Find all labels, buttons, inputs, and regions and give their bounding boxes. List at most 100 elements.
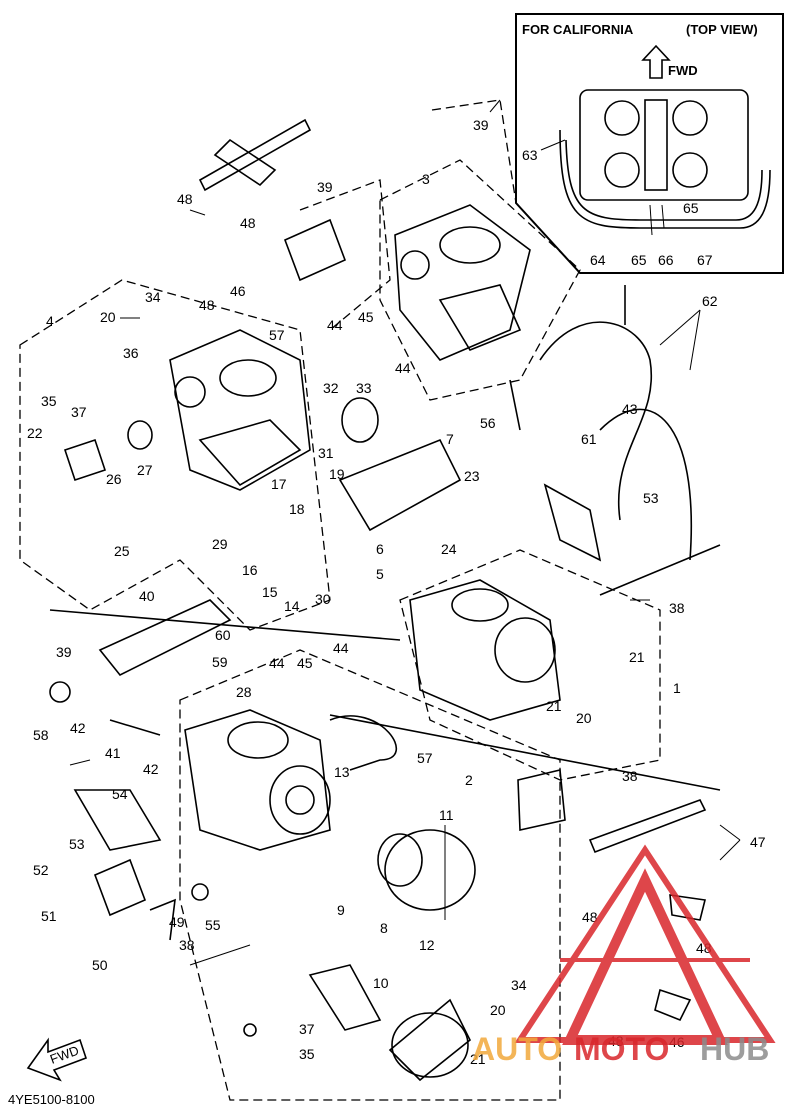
callout-label: 20 <box>100 309 116 325</box>
group-outlines <box>19 99 661 1101</box>
callout-label: 49 <box>169 914 185 930</box>
callout-label: 48 <box>177 191 193 207</box>
callout-labels: 39 48 48 39 48 46 3 4 34 20 36 35 37 57 … <box>27 117 766 1067</box>
throttle-linkage <box>49 118 721 854</box>
callout-label: 21 <box>470 1051 486 1067</box>
callout-label: 53 <box>69 836 85 852</box>
callout-label: 3 <box>422 171 430 187</box>
callout-label: 7 <box>446 431 454 447</box>
callout-label: 39 <box>473 117 489 133</box>
california-inset: FOR CALIFORNIA (TOP VIEW) FWD <box>515 13 784 274</box>
callout-label: 38 <box>669 600 685 616</box>
watermark-moto: MOTO <box>574 1031 669 1067</box>
callout-label: 16 <box>242 562 258 578</box>
callout-label: 60 <box>215 627 231 643</box>
callout-label: 43 <box>622 401 638 417</box>
callout-label: 53 <box>643 490 659 506</box>
callout-label: 33 <box>356 380 372 396</box>
callout-label: 39 <box>56 644 72 660</box>
callout-label: 9 <box>337 902 345 918</box>
group-outline-3 <box>379 159 581 401</box>
part-code: 4YE5100-8100 <box>8 1092 95 1107</box>
callout-label: 22 <box>27 425 43 441</box>
fwd-arrow-icon <box>26 1037 88 1082</box>
callout-label: 2 <box>465 772 473 788</box>
callout-label: 31 <box>318 445 334 461</box>
callout-label: 27 <box>137 462 153 478</box>
callout-label: 34 <box>511 977 527 993</box>
callout-label: 46 <box>230 283 246 299</box>
leader-lines <box>69 99 741 966</box>
callout-label: 11 <box>439 807 454 823</box>
callout-label: 32 <box>323 380 339 396</box>
callout-label: 1 <box>673 680 681 696</box>
inset-carb-body <box>579 89 749 201</box>
callout-label: 54 <box>112 786 128 802</box>
throttle-link-outline <box>431 99 581 274</box>
callout-label: 26 <box>106 471 122 487</box>
callout-label: 61 <box>581 431 597 447</box>
callout-label: 21 <box>546 698 562 714</box>
callout-label: 4 <box>46 313 54 329</box>
callout-label: 35 <box>299 1046 315 1062</box>
callout-label: 17 <box>271 476 287 492</box>
callout-label: 28 <box>236 684 252 700</box>
callout-label: 37 <box>299 1021 315 1037</box>
carburetor-assembly-1 <box>409 579 561 721</box>
callout-label: 55 <box>205 917 221 933</box>
watermark-auto: AUTO <box>472 1031 562 1067</box>
group-outline-4 <box>19 279 331 631</box>
callout-label: 41 <box>105 745 121 761</box>
callout-label: 64 <box>590 252 606 268</box>
callout-label: 19 <box>329 466 345 482</box>
inset-title: FOR CALIFORNIA <box>522 22 634 37</box>
callout-label: 42 <box>70 720 86 736</box>
callout-label: 48 <box>240 215 256 231</box>
callout-label: 30 <box>315 591 331 607</box>
callout-label: 45 <box>358 309 374 325</box>
callout-label: 35 <box>41 393 57 409</box>
callout-label: 21 <box>629 649 645 665</box>
callout-label: 29 <box>212 536 228 552</box>
callout-label: 48 <box>199 297 215 313</box>
callout-label: 36 <box>123 345 139 361</box>
callout-label: 45 <box>297 655 313 671</box>
callout-label: 62 <box>702 293 718 309</box>
callout-label: 24 <box>441 541 457 557</box>
watermark-hub: HUB <box>700 1031 769 1067</box>
callout-label: 58 <box>33 727 49 743</box>
callout-label: 57 <box>269 327 285 343</box>
callout-label: 51 <box>41 908 57 924</box>
callout-label: 63 <box>522 147 538 163</box>
automotohub-logo <box>514 844 776 1045</box>
callout-label: 38 <box>179 937 195 953</box>
callout-label: 52 <box>33 862 49 878</box>
callout-label: 25 <box>114 543 130 559</box>
callout-label: 34 <box>145 289 161 305</box>
carburetor-assembly-2 <box>184 709 331 851</box>
inset-fwd-label: FWD <box>668 63 698 78</box>
callout-label: 47 <box>750 834 766 850</box>
callout-label: 44 <box>269 655 285 671</box>
callout-label: 67 <box>697 252 713 268</box>
link-outline-39 <box>299 179 391 331</box>
inset-frame <box>515 13 784 274</box>
callout-label: 59 <box>212 654 228 670</box>
callout-label: 44 <box>327 317 343 333</box>
cables-and-hoses <box>109 285 692 941</box>
callout-label: 20 <box>576 710 592 726</box>
callout-label: 56 <box>480 415 496 431</box>
group-outline-1 <box>399 549 661 781</box>
callout-label: 44 <box>395 360 411 376</box>
callout-label: 48 <box>582 909 598 925</box>
gaskets-and-bolts <box>49 483 706 1037</box>
callout-label: 50 <box>92 957 108 973</box>
callout-label: 44 <box>333 640 349 656</box>
callout-label: 57 <box>417 750 433 766</box>
callout-label: 12 <box>419 937 435 953</box>
fwd-arrow: FWD <box>26 1037 88 1082</box>
carburetor-assembly-3 <box>394 204 531 361</box>
callout-label: 15 <box>262 584 278 600</box>
callout-label: 18 <box>289 501 305 517</box>
